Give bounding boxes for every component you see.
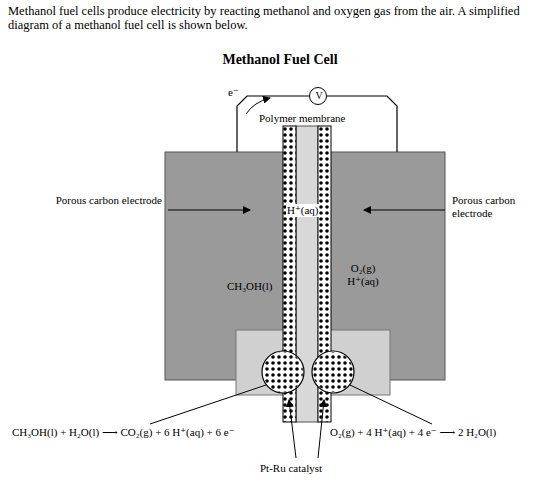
part-label: Polymer membrane <box>258 112 346 125</box>
node-text: H⁺(aq) <box>286 204 319 217</box>
leader-line <box>150 385 266 424</box>
leader-arrow <box>289 400 296 458</box>
catalyst-magnifier <box>262 351 304 393</box>
node-text: V <box>310 90 328 102</box>
leader-arrow <box>318 400 324 458</box>
catalyst-magnifier-dots <box>313 352 353 392</box>
polymer-membrane: H⁺(aq) <box>283 126 331 422</box>
anode-electrode: CH₃OH(l) <box>165 152 282 380</box>
part-label: Pt-Ru catalyst <box>260 462 322 475</box>
diagram-title: Methanol Fuel Cell <box>180 52 380 68</box>
catalyst-magnifier-dots <box>263 352 303 392</box>
electron-label: e⁻ <box>228 86 239 99</box>
part-label: Porous carbon electrode <box>452 194 552 219</box>
equation: CH₃OH(l) + H₂O(l) ⟶ CO₂(g) + 6 H⁺(aq) + … <box>12 426 234 439</box>
leader-arrow <box>364 210 445 211</box>
leader-arrow <box>168 210 250 211</box>
equation: O₂(g) + 4 H⁺(aq) + 4 e⁻ ⟶ 2 H₂O(l) <box>330 426 496 439</box>
cathode-electrode: O₂(g) H⁺(aq) <box>331 152 445 380</box>
voltmeter: V <box>309 87 327 105</box>
node-text: CH₃OH(l) <box>227 280 272 293</box>
intro-text: Methanol fuel cells produce electricity … <box>8 4 556 33</box>
node-text: O₂(g) H⁺(aq) <box>341 262 385 287</box>
part-label: Porous carbon electrode <box>52 194 162 207</box>
leader-line <box>350 385 432 424</box>
catalyst-magnifier <box>312 351 354 393</box>
